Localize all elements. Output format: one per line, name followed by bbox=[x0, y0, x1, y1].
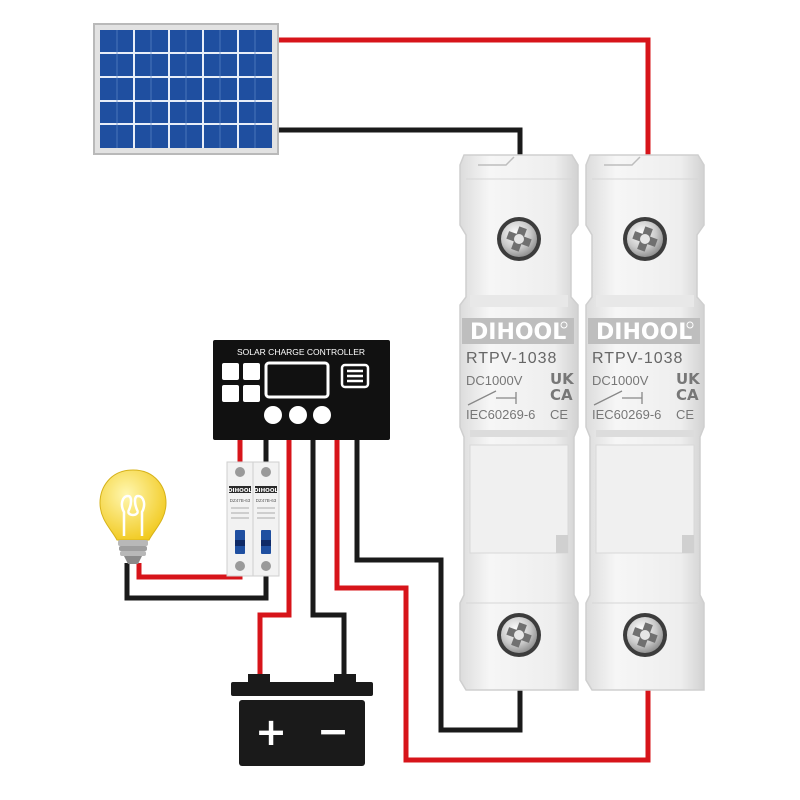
fuse-holder-brand: DIHOOL bbox=[470, 320, 566, 345]
cert-mark-ce: CE bbox=[676, 407, 694, 422]
fuse-holder-model: RTPV-1038 bbox=[592, 350, 683, 367]
controller-indicator-grid bbox=[222, 363, 260, 402]
battery-negative-symbol: − bbox=[317, 709, 349, 753]
bulb-negative-wire bbox=[124, 563, 269, 601]
fuse-holder-brand: DIHOOL bbox=[596, 320, 692, 345]
solar-charge-controller: SOLAR CHARGE CONTROLLER bbox=[213, 340, 390, 440]
controller-lcd-screen bbox=[264, 361, 330, 399]
pv-positive-wire bbox=[272, 37, 651, 158]
fuse-holder-right: DIHOOL RTPV-1038 DC1000V UK CA CE IEC602… bbox=[585, 154, 705, 691]
fuse-holder-left: DIHOOL RTPV-1038 DC1000V UK CA CE IEC602… bbox=[459, 154, 579, 691]
light-bulb-icon bbox=[99, 469, 167, 564]
cert-mark-ca: CA bbox=[550, 386, 573, 404]
pv-negative-wire bbox=[272, 127, 523, 158]
solar-panel-icon bbox=[93, 23, 279, 155]
controller-title: SOLAR CHARGE CONTROLLER bbox=[237, 347, 365, 357]
breaker-brand: DIHOOL bbox=[228, 488, 253, 494]
screw-icon bbox=[497, 217, 541, 261]
battery-positive-wire bbox=[257, 440, 292, 682]
pv-fused-negative-wire bbox=[354, 440, 523, 733]
controller-menu-icon bbox=[340, 363, 370, 389]
fuse-symbol-icon bbox=[593, 390, 643, 406]
dc-breaker-left: DIHOOL DZ47B-63 bbox=[226, 461, 254, 577]
fuse-holder-standard: IEC60269-6 bbox=[466, 407, 535, 422]
controller-button[interactable] bbox=[264, 406, 282, 424]
screw-icon bbox=[623, 613, 667, 657]
cert-mark-uk: UK bbox=[550, 370, 575, 388]
fuse-holder-standard: IEC60269-6 bbox=[592, 407, 661, 422]
breaker-model: DZ47B-63 bbox=[256, 498, 277, 503]
fuse-holder-rating: DC1000V bbox=[466, 373, 523, 388]
fuse-holder-model: RTPV-1038 bbox=[466, 350, 557, 367]
battery-icon: + − bbox=[231, 674, 373, 766]
dc-breaker-right: DIHOOL DZ47B-63 bbox=[252, 461, 280, 577]
pv-fused-positive-wire bbox=[334, 440, 651, 763]
screw-icon bbox=[623, 217, 667, 261]
cert-mark-ce: CE bbox=[550, 407, 568, 422]
bulb-positive-wire bbox=[136, 563, 243, 580]
screw-icon bbox=[497, 613, 541, 657]
wires bbox=[124, 37, 651, 763]
fuse-holder-rating: DC1000V bbox=[592, 373, 649, 388]
battery-positive-symbol: + bbox=[255, 710, 287, 754]
fuse-symbol-icon bbox=[467, 390, 517, 406]
cert-mark-uk: UK bbox=[676, 370, 701, 388]
controller-button[interactable] bbox=[289, 406, 307, 424]
breaker-model: DZ47B-63 bbox=[230, 498, 251, 503]
cert-mark-ca: CA bbox=[676, 386, 699, 404]
breaker-brand: DIHOOL bbox=[254, 488, 279, 494]
controller-button[interactable] bbox=[313, 406, 331, 424]
battery-negative-wire bbox=[310, 440, 347, 682]
